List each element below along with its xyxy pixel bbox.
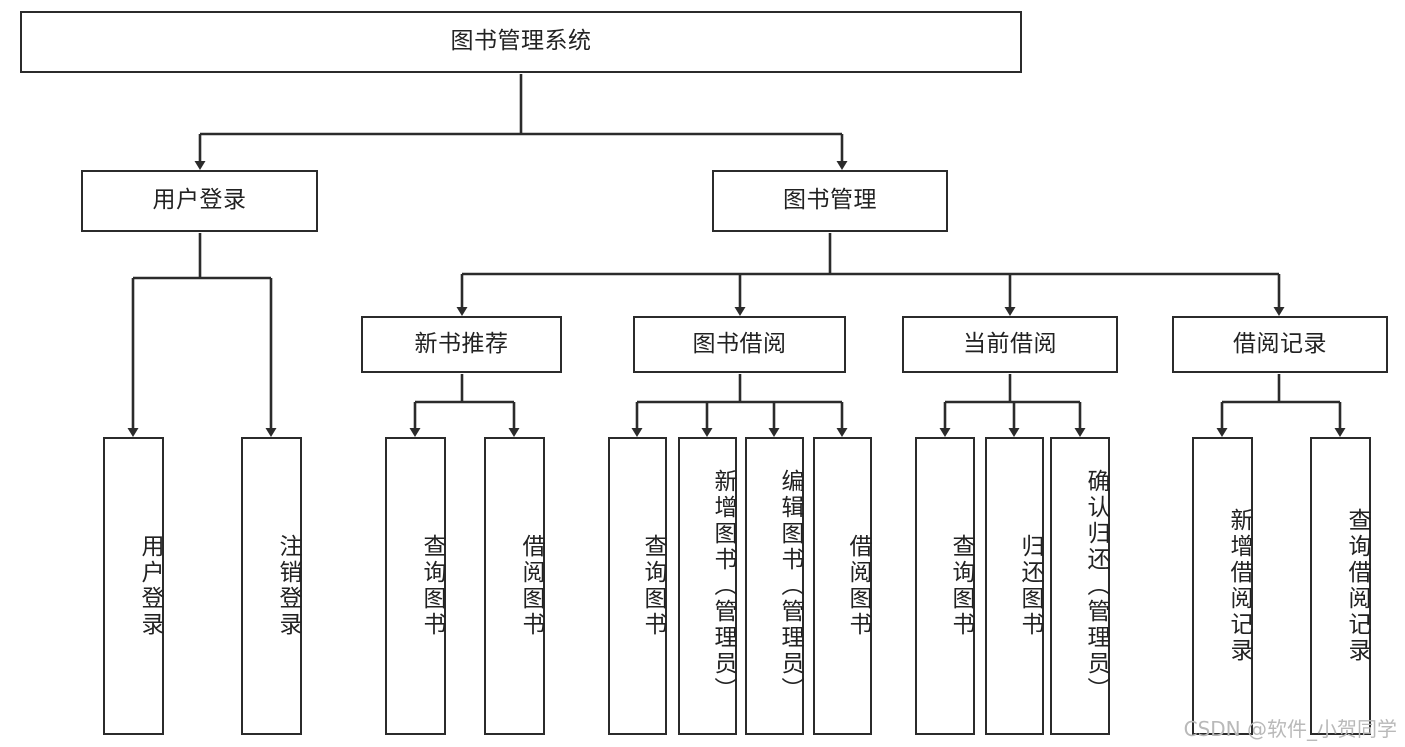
node-label: 查询图书 bbox=[419, 534, 445, 638]
node-label: 图书管理系统 bbox=[450, 28, 592, 55]
leaf-return-book[interactable]: 归还图书 bbox=[985, 437, 1044, 735]
watermark-text: CSDN @软件_小贺同学 bbox=[1183, 717, 1397, 741]
leaf-query-record[interactable]: 查询借阅记录 bbox=[1310, 437, 1371, 735]
node-current-borrow[interactable]: 当前借阅 bbox=[902, 316, 1118, 373]
node-label: 用户登录 bbox=[152, 187, 247, 214]
node-label: 新增图书（管理员） bbox=[710, 469, 736, 703]
node-book-manage[interactable]: 图书管理 bbox=[712, 170, 948, 232]
leaf-edit-book[interactable]: 编辑图书（管理员） bbox=[745, 437, 804, 735]
node-label: 借阅图书 bbox=[845, 534, 871, 638]
node-label: 查询图书 bbox=[640, 534, 666, 638]
node-label: 查询借阅记录 bbox=[1344, 508, 1370, 664]
leaf-query-book-2[interactable]: 查询图书 bbox=[608, 437, 667, 735]
node-label: 图书借阅 bbox=[692, 330, 787, 357]
leaf-confirm-return[interactable]: 确认归还（管理员） bbox=[1050, 437, 1110, 735]
leaf-add-record[interactable]: 新增借阅记录 bbox=[1192, 437, 1253, 735]
node-label: 归还图书 bbox=[1017, 534, 1043, 638]
node-user-login[interactable]: 用户登录 bbox=[81, 170, 318, 232]
node-label: 确认归还（管理员） bbox=[1083, 469, 1109, 703]
node-label: 用户登录 bbox=[137, 534, 163, 638]
leaf-query-book-1[interactable]: 查询图书 bbox=[385, 437, 446, 735]
node-label: 当前借阅 bbox=[963, 330, 1057, 357]
node-label: 借阅图书 bbox=[518, 534, 544, 638]
leaf-add-book[interactable]: 新增图书（管理员） bbox=[678, 437, 737, 735]
node-label: 注销登录 bbox=[275, 534, 301, 638]
leaf-borrow-book-1[interactable]: 借阅图书 bbox=[484, 437, 545, 735]
node-label: 借阅记录 bbox=[1233, 330, 1327, 357]
node-book-borrow[interactable]: 图书借阅 bbox=[633, 316, 846, 373]
node-label: 新增借阅记录 bbox=[1226, 508, 1252, 664]
leaf-logout-login[interactable]: 注销登录 bbox=[241, 437, 302, 735]
leaf-query-book-3[interactable]: 查询图书 bbox=[915, 437, 975, 735]
node-system-root[interactable]: 图书管理系统 bbox=[20, 11, 1022, 73]
leaf-user-login[interactable]: 用户登录 bbox=[103, 437, 164, 735]
node-label: 查询图书 bbox=[948, 534, 974, 638]
leaf-borrow-book-2[interactable]: 借阅图书 bbox=[813, 437, 872, 735]
node-label: 图书管理 bbox=[783, 187, 877, 214]
node-label: 新书推荐 bbox=[414, 330, 509, 357]
node-label: 编辑图书（管理员） bbox=[777, 469, 803, 703]
node-borrow-record[interactable]: 借阅记录 bbox=[1172, 316, 1388, 373]
node-new-book-recommend[interactable]: 新书推荐 bbox=[361, 316, 562, 373]
